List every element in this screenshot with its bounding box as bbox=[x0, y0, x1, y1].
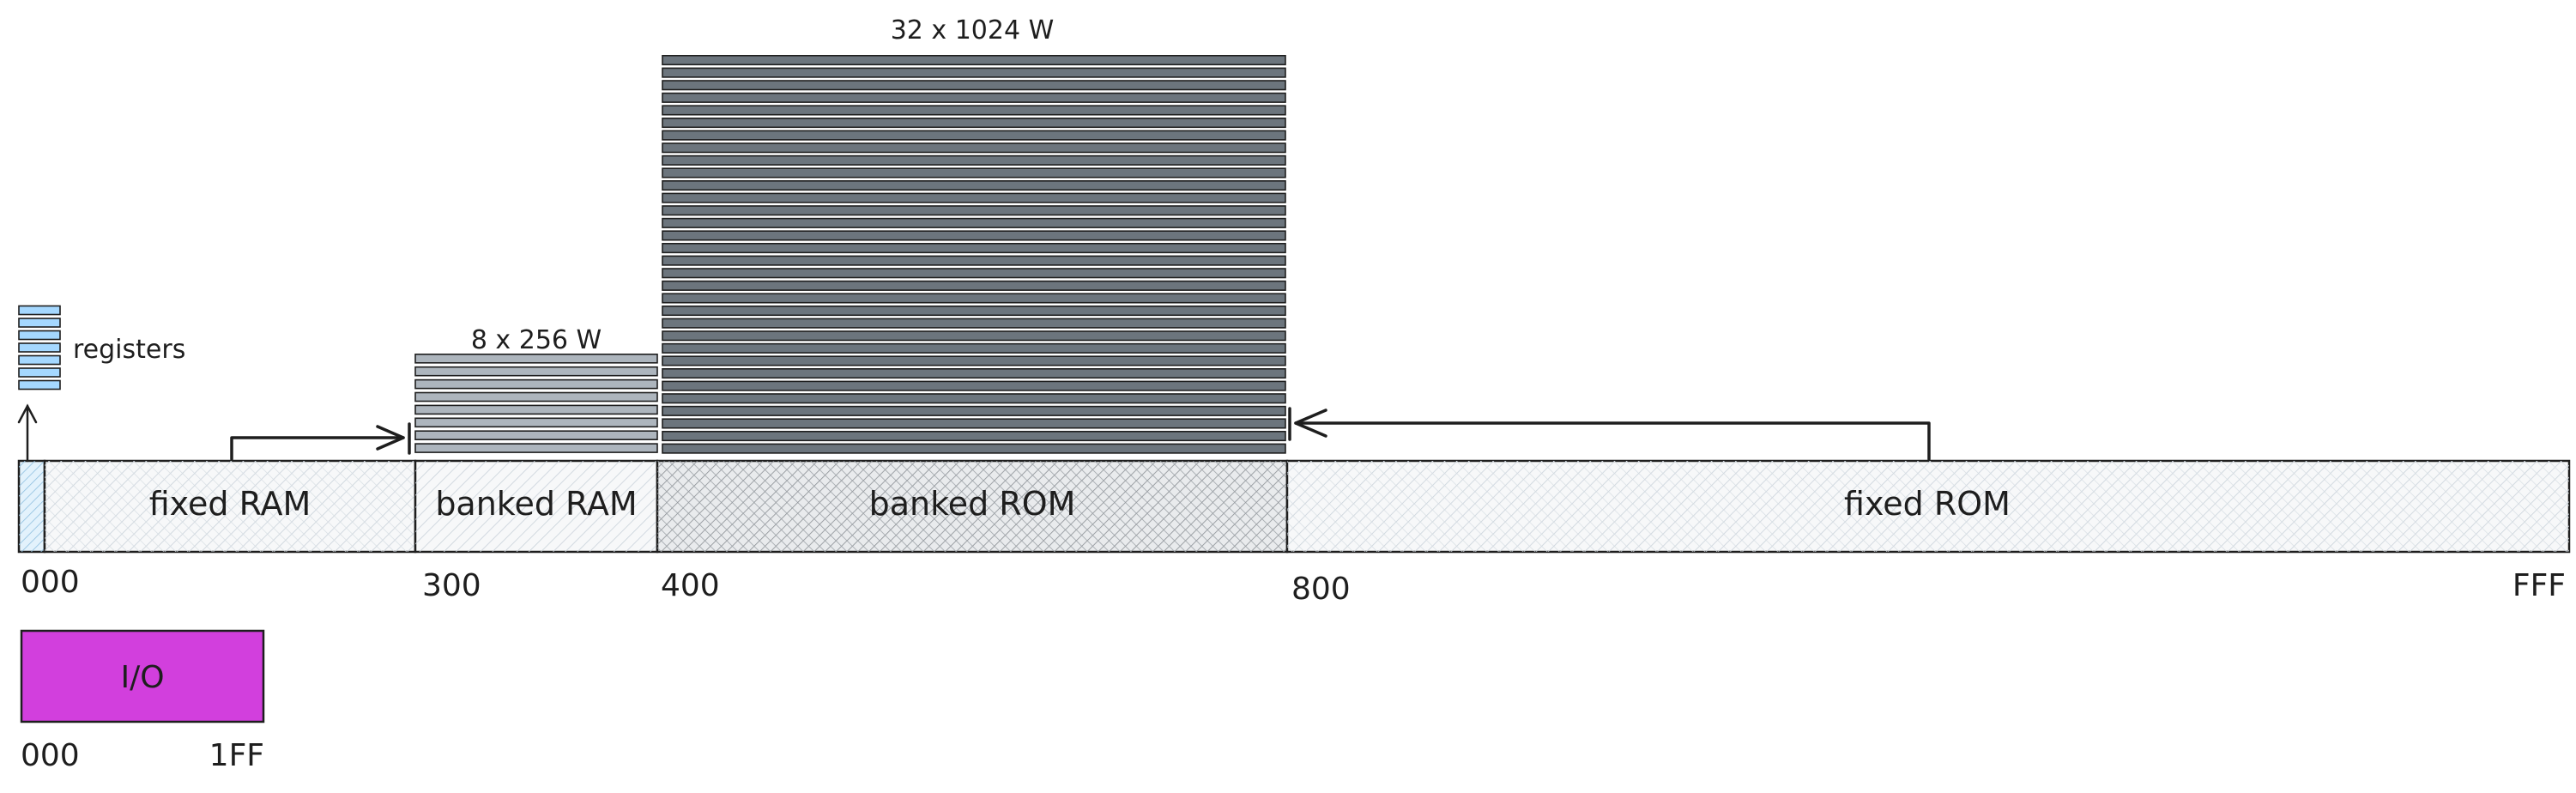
banked-rom-slice bbox=[662, 230, 1286, 241]
io-region bbox=[20, 629, 265, 723]
banked-rom-slice bbox=[662, 118, 1286, 129]
banked-rom-slice bbox=[662, 142, 1286, 154]
register-slice bbox=[18, 318, 61, 328]
register-slice bbox=[18, 367, 61, 378]
registers-stack bbox=[18, 305, 61, 390]
io-map: I/O 000 1FF bbox=[20, 629, 265, 773]
register-slice bbox=[18, 379, 61, 390]
io-end-address: 1FF bbox=[209, 738, 264, 773]
region-label-fixed-ram: fixed RAM bbox=[149, 485, 311, 523]
banked-rom-slice bbox=[662, 217, 1286, 228]
banked-ram-slice bbox=[414, 430, 658, 441]
io-start-address: 000 bbox=[21, 738, 80, 773]
memory-bar: fixed RAM banked RAM banked ROM fixed RO… bbox=[17, 459, 2571, 554]
banked-rom-slice bbox=[662, 55, 1286, 66]
banked-rom-slice bbox=[662, 330, 1286, 342]
banked-rom-slice bbox=[662, 92, 1286, 103]
banked-rom-slice bbox=[662, 293, 1286, 304]
banked-rom-slice bbox=[662, 405, 1286, 416]
banked-rom-slice bbox=[662, 105, 1286, 116]
banked-rom-slice bbox=[662, 130, 1286, 141]
banked-rom-slice bbox=[662, 393, 1286, 404]
banked-ram-segment bbox=[414, 459, 659, 554]
address-label-000: 000 bbox=[21, 565, 80, 600]
banked-rom-slice bbox=[662, 418, 1286, 429]
banked-rom-slice bbox=[662, 255, 1286, 266]
banked-rom-segment bbox=[656, 459, 1289, 554]
banked-ram-slice bbox=[414, 417, 658, 428]
banked-rom-slice bbox=[662, 380, 1286, 391]
banked-rom-slice bbox=[662, 430, 1286, 442]
region-label-fixed-rom: fixed ROM bbox=[1844, 485, 2011, 523]
address-label-300: 300 bbox=[422, 568, 481, 603]
banked-rom-slice bbox=[662, 367, 1286, 379]
banked-rom-stack bbox=[662, 55, 1286, 454]
register-slice bbox=[18, 342, 61, 353]
banked-rom-slice bbox=[662, 80, 1286, 91]
register-slice bbox=[18, 305, 61, 316]
banked-rom-slice bbox=[662, 268, 1286, 279]
address-label-fff: FFF bbox=[2513, 568, 2566, 603]
banked-rom-slice bbox=[662, 305, 1286, 317]
banked-ram-slice bbox=[414, 443, 658, 453]
banked-rom-slice bbox=[662, 242, 1286, 254]
banked-rom-slice bbox=[662, 67, 1286, 78]
banked-ram-slice bbox=[414, 366, 658, 377]
banked-rom-slice bbox=[662, 318, 1286, 329]
registers-label: registers bbox=[73, 335, 185, 365]
banked-rom-slice bbox=[662, 280, 1286, 291]
banked-ram-slice bbox=[414, 353, 658, 364]
io-label: I/O bbox=[120, 660, 164, 695]
banked-rom-slice bbox=[662, 205, 1286, 216]
register-slice bbox=[18, 330, 61, 341]
region-label-banked-rom: banked ROM bbox=[869, 485, 1076, 523]
fixed-rom-segment bbox=[1285, 459, 2571, 554]
address-label-800: 800 bbox=[1291, 572, 1351, 607]
banked-rom-slice bbox=[662, 342, 1286, 354]
region-label-banked-ram: banked RAM bbox=[435, 485, 637, 523]
banked-ram-slice bbox=[414, 404, 658, 415]
register-arrow bbox=[17, 403, 38, 463]
banked-rom-slice bbox=[662, 167, 1286, 179]
banked-ram-size-label: 8 x 256 W bbox=[471, 325, 602, 355]
banked-rom-slice bbox=[662, 443, 1286, 454]
banked-rom-slice bbox=[662, 355, 1286, 366]
banked-rom-slice bbox=[662, 192, 1286, 203]
banked-rom-size-label: 32 x 1024 W bbox=[891, 15, 1055, 45]
ram-bank-arrow bbox=[230, 422, 411, 461]
banked-rom-slice bbox=[662, 154, 1286, 166]
banked-ram-slice bbox=[414, 391, 658, 403]
fixed-ram-segment bbox=[43, 459, 417, 554]
address-label-400: 400 bbox=[661, 568, 720, 603]
banked-rom-slice bbox=[662, 180, 1286, 191]
banked-ram-stack bbox=[414, 353, 658, 453]
rom-bank-arrow bbox=[1288, 407, 1931, 461]
register-slice bbox=[18, 354, 61, 366]
banked-ram-slice bbox=[414, 378, 658, 390]
